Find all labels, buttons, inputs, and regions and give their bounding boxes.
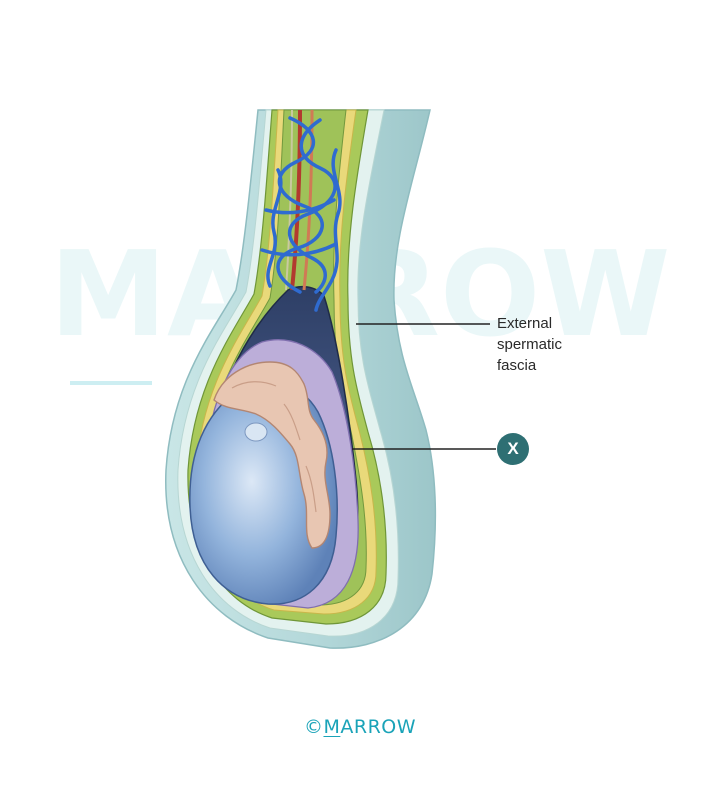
label-line: fascia [497, 357, 537, 374]
epididymis [213, 361, 331, 549]
appendix-testis [244, 422, 268, 442]
pampiniform-plexus [260, 116, 342, 312]
label-line: External [497, 315, 553, 332]
label-external-spermatic-fascia: External spermatic fascia [497, 313, 637, 376]
epididymis-detail [231, 381, 317, 513]
marrow-logo-text: ©MARROW [303, 716, 417, 738]
x-marker-badge: X [497, 433, 529, 465]
label-line: spermatic [497, 336, 563, 353]
